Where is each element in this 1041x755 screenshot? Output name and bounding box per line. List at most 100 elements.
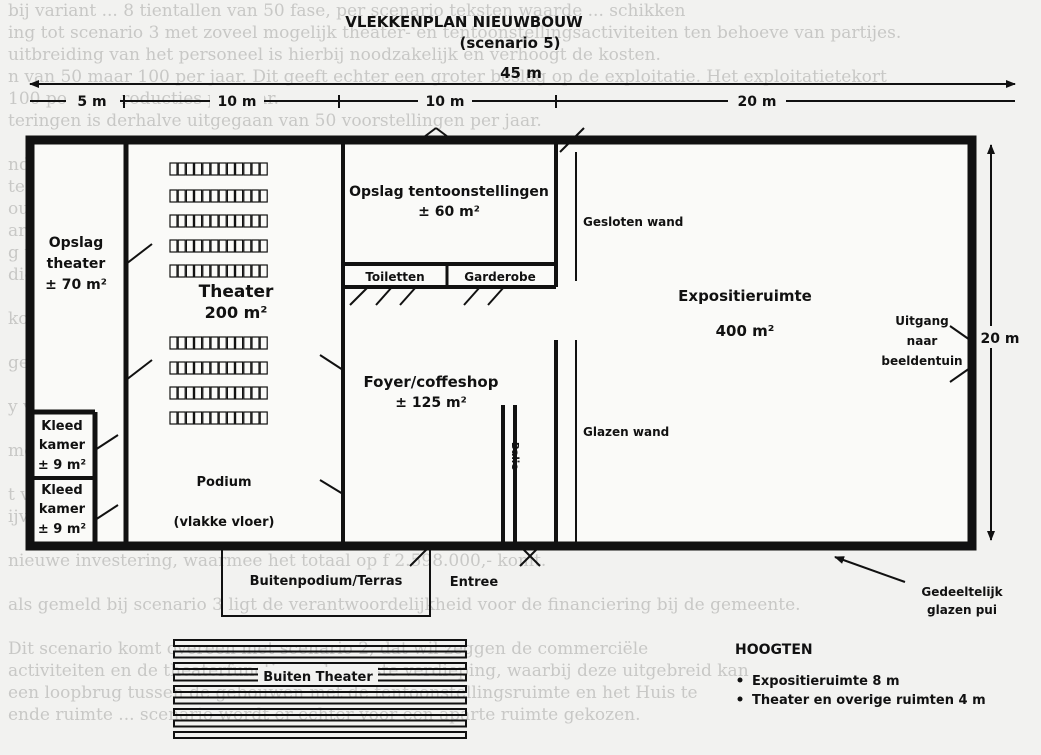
seat	[226, 189, 235, 203]
svg-text:beeldentuin: beeldentuin	[881, 354, 962, 368]
seat	[251, 189, 260, 203]
svg-text:Kleed: Kleed	[41, 419, 82, 434]
seat	[202, 264, 211, 278]
svg-text:Opslag: Opslag	[49, 235, 104, 251]
room-kleedkamer-2: Kleed kamer ± 9 m²	[38, 483, 86, 537]
seat	[185, 386, 194, 400]
svg-text:Podium: Podium	[196, 475, 251, 490]
seat	[235, 361, 244, 375]
seat	[243, 239, 252, 253]
seat	[194, 336, 203, 350]
seat	[251, 361, 260, 375]
outdoor-seat-row	[173, 719, 467, 728]
seat	[243, 264, 252, 278]
seat	[243, 214, 252, 228]
total-width-label: 45 m	[500, 64, 542, 82]
room-opslag-tentoonstellingen: Opslag tentoonstellingen ± 60 m²	[349, 184, 549, 220]
glazen-pui-arrow	[834, 556, 906, 583]
buitenpodium-terras	[221, 545, 431, 617]
seat	[202, 411, 211, 425]
seat	[243, 189, 252, 203]
svg-text:Kleed: Kleed	[41, 483, 82, 498]
seat	[226, 214, 235, 228]
svg-text:± 70 m²: ± 70 m²	[45, 277, 107, 293]
seat	[210, 336, 219, 350]
seat	[202, 162, 211, 176]
hoogten-legend: HOOGTEN Expositieruimte 8 m Theater en o…	[735, 642, 986, 708]
seat	[169, 411, 178, 425]
seat	[177, 386, 186, 400]
background-text-line: bij variant ... 8 tientallen van 50 fase…	[8, 1, 686, 21]
background-text-line: nieuwe investering, waarmee het totaal o…	[8, 551, 547, 571]
plan-title: VLEKKENPLAN NIEUWBOUW	[345, 13, 583, 31]
seat	[235, 336, 244, 350]
segment-10m-b: 10 m	[426, 94, 465, 110]
svg-text:± 9 m²: ± 9 m²	[38, 522, 86, 537]
seat	[210, 162, 219, 176]
background-text-line: teringen is derhalve uitgegaan van 50 vo…	[8, 111, 542, 131]
height-20m-label: 20 m	[981, 331, 1020, 347]
background-text-line: activiteiten en de theaterfunctie op de …	[8, 661, 749, 681]
seat	[226, 336, 235, 350]
seat	[259, 189, 268, 203]
seat	[185, 239, 194, 253]
label-uitgang: Uitgang naar beeldentuin	[881, 314, 962, 368]
seat	[185, 361, 194, 375]
seat	[251, 264, 260, 278]
label-gedeeltelijk-1: Gedeeltelijk	[921, 585, 1003, 599]
seat	[251, 336, 260, 350]
seat-row	[169, 214, 268, 228]
seat	[259, 361, 268, 375]
seat	[169, 239, 178, 253]
seat	[226, 411, 235, 425]
seat	[226, 162, 235, 176]
seat	[169, 386, 178, 400]
seat	[177, 411, 186, 425]
seat	[259, 386, 268, 400]
seat	[218, 361, 227, 375]
seat	[177, 214, 186, 228]
hoogten-item-2: Theater en overige ruimten 4 m	[752, 693, 986, 708]
seat	[194, 411, 203, 425]
svg-text:Expositieruimte: Expositieruimte	[678, 287, 812, 305]
seat-row	[169, 336, 268, 350]
segment-5m: 5 m	[77, 94, 106, 110]
room-foyer: Foyer/coffeshop ± 125 m²	[364, 373, 499, 411]
label-buitenpodium: Buitenpodium/Terras	[250, 574, 403, 589]
svg-text:± 60 m²: ± 60 m²	[418, 204, 480, 220]
seat	[243, 162, 252, 176]
segment-dimensions	[30, 95, 1015, 108]
seat-row	[169, 361, 268, 375]
background-text-line: ing tot scenario 3 met zoveel mogelijk t…	[8, 23, 902, 43]
seat-row	[169, 189, 268, 203]
label-garderobe: Garderobe	[464, 270, 535, 284]
seat	[218, 264, 227, 278]
seat	[185, 214, 194, 228]
seat	[202, 336, 211, 350]
background-text-line: als gemeld bij scenario 3 ligt de verant…	[8, 595, 801, 615]
seat	[218, 411, 227, 425]
seat	[218, 189, 227, 203]
room-expositieruimte: Expositieruimte 400 m²	[678, 287, 812, 340]
seat	[177, 189, 186, 203]
svg-text:± 9 m²: ± 9 m²	[38, 458, 86, 473]
outdoor-seat-row	[173, 696, 467, 705]
seat	[251, 411, 260, 425]
theater-seating	[169, 162, 268, 425]
height-dimension: 20 m	[972, 144, 1032, 541]
svg-text:Uitgang: Uitgang	[895, 314, 948, 328]
label-glazen-wand: Glazen wand	[583, 425, 669, 439]
seat	[235, 162, 244, 176]
seat	[202, 189, 211, 203]
seat	[202, 361, 211, 375]
seat	[194, 162, 203, 176]
seat	[210, 411, 219, 425]
seat-row	[169, 239, 268, 253]
svg-text:(vlakke vloer): (vlakke vloer)	[174, 515, 275, 530]
svg-text:400 m²: 400 m²	[716, 322, 775, 340]
seat	[259, 214, 268, 228]
seat	[251, 239, 260, 253]
seat	[169, 214, 178, 228]
seat	[177, 336, 186, 350]
seat	[185, 189, 194, 203]
